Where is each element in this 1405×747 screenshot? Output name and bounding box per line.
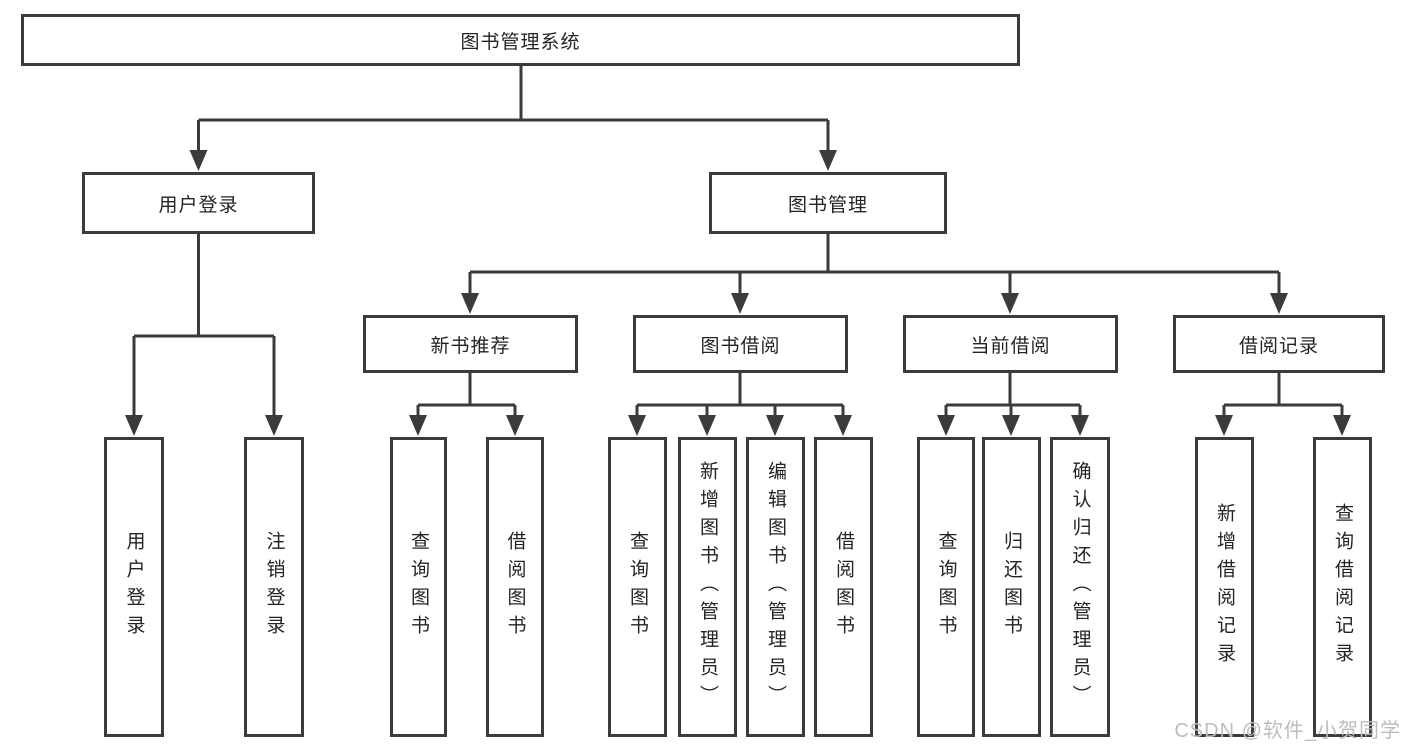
connector-newbook-to-leaves (416, 373, 517, 417)
connector-root-to-level2 (197, 66, 830, 152)
arrow-down-icon (834, 415, 852, 436)
leaf-logout: 注销登录 (244, 437, 304, 737)
connector-borrow-to-leaves (635, 373, 845, 417)
arrow-down-icon (125, 415, 143, 436)
leaf-query-book-borrow: 查询图书 (608, 437, 667, 737)
arrow-down-icon (1002, 415, 1020, 436)
node-current-borrow: 当前借阅 (903, 315, 1118, 373)
arrowheads (125, 150, 1351, 436)
arrow-down-icon (628, 415, 646, 436)
arrow-down-icon (698, 415, 716, 436)
leaf-confirm-return-admin: 确认归还（管理员） (1050, 437, 1110, 737)
node-new-book-recommend: 新书推荐 (363, 315, 578, 373)
leaf-borrow-book: 借阅图书 (814, 437, 873, 737)
arrow-down-icon (409, 415, 427, 436)
node-borrow-record: 借阅记录 (1173, 315, 1385, 373)
connector-current-to-leaves (944, 373, 1082, 417)
arrow-down-icon (731, 293, 749, 314)
arrow-down-icon (766, 415, 784, 436)
node-book-borrow: 图书借阅 (633, 315, 848, 373)
node-root-system: 图书管理系统 (21, 14, 1020, 66)
node-user-login: 用户登录 (82, 172, 315, 234)
connector-record-to-leaves (1222, 373, 1344, 417)
arrow-down-icon (189, 150, 208, 171)
arrow-down-icon (1071, 415, 1089, 436)
arrow-down-icon (265, 415, 283, 436)
arrow-down-icon (1215, 415, 1233, 436)
node-book-manage: 图书管理 (709, 172, 947, 234)
arrow-down-icon (1001, 293, 1019, 314)
arrow-down-icon (819, 150, 837, 171)
leaf-query-book-recommend: 查询图书 (390, 437, 447, 737)
leaf-add-book-admin: 新增图书（管理员） (678, 437, 737, 737)
connector-manage-to-level3 (468, 234, 1281, 295)
leaf-user-login: 用户登录 (104, 437, 164, 737)
leaf-query-book-current: 查询图书 (917, 437, 975, 737)
leaf-return-book: 归还图书 (982, 437, 1041, 737)
leaf-add-borrow-record: 新增借阅记录 (1195, 437, 1254, 737)
leaf-query-borrow-record: 查询借阅记录 (1313, 437, 1372, 737)
arrow-down-icon (461, 293, 479, 314)
arrow-down-icon (937, 415, 955, 436)
arrow-down-icon (1270, 293, 1288, 314)
leaf-edit-book-admin: 编辑图书（管理员） (746, 437, 805, 737)
arrow-down-icon (506, 415, 524, 436)
connector-login-to-leaves (132, 234, 276, 417)
arrow-down-icon (1333, 415, 1351, 436)
leaf-borrow-book-recommend: 借阅图书 (486, 437, 544, 737)
